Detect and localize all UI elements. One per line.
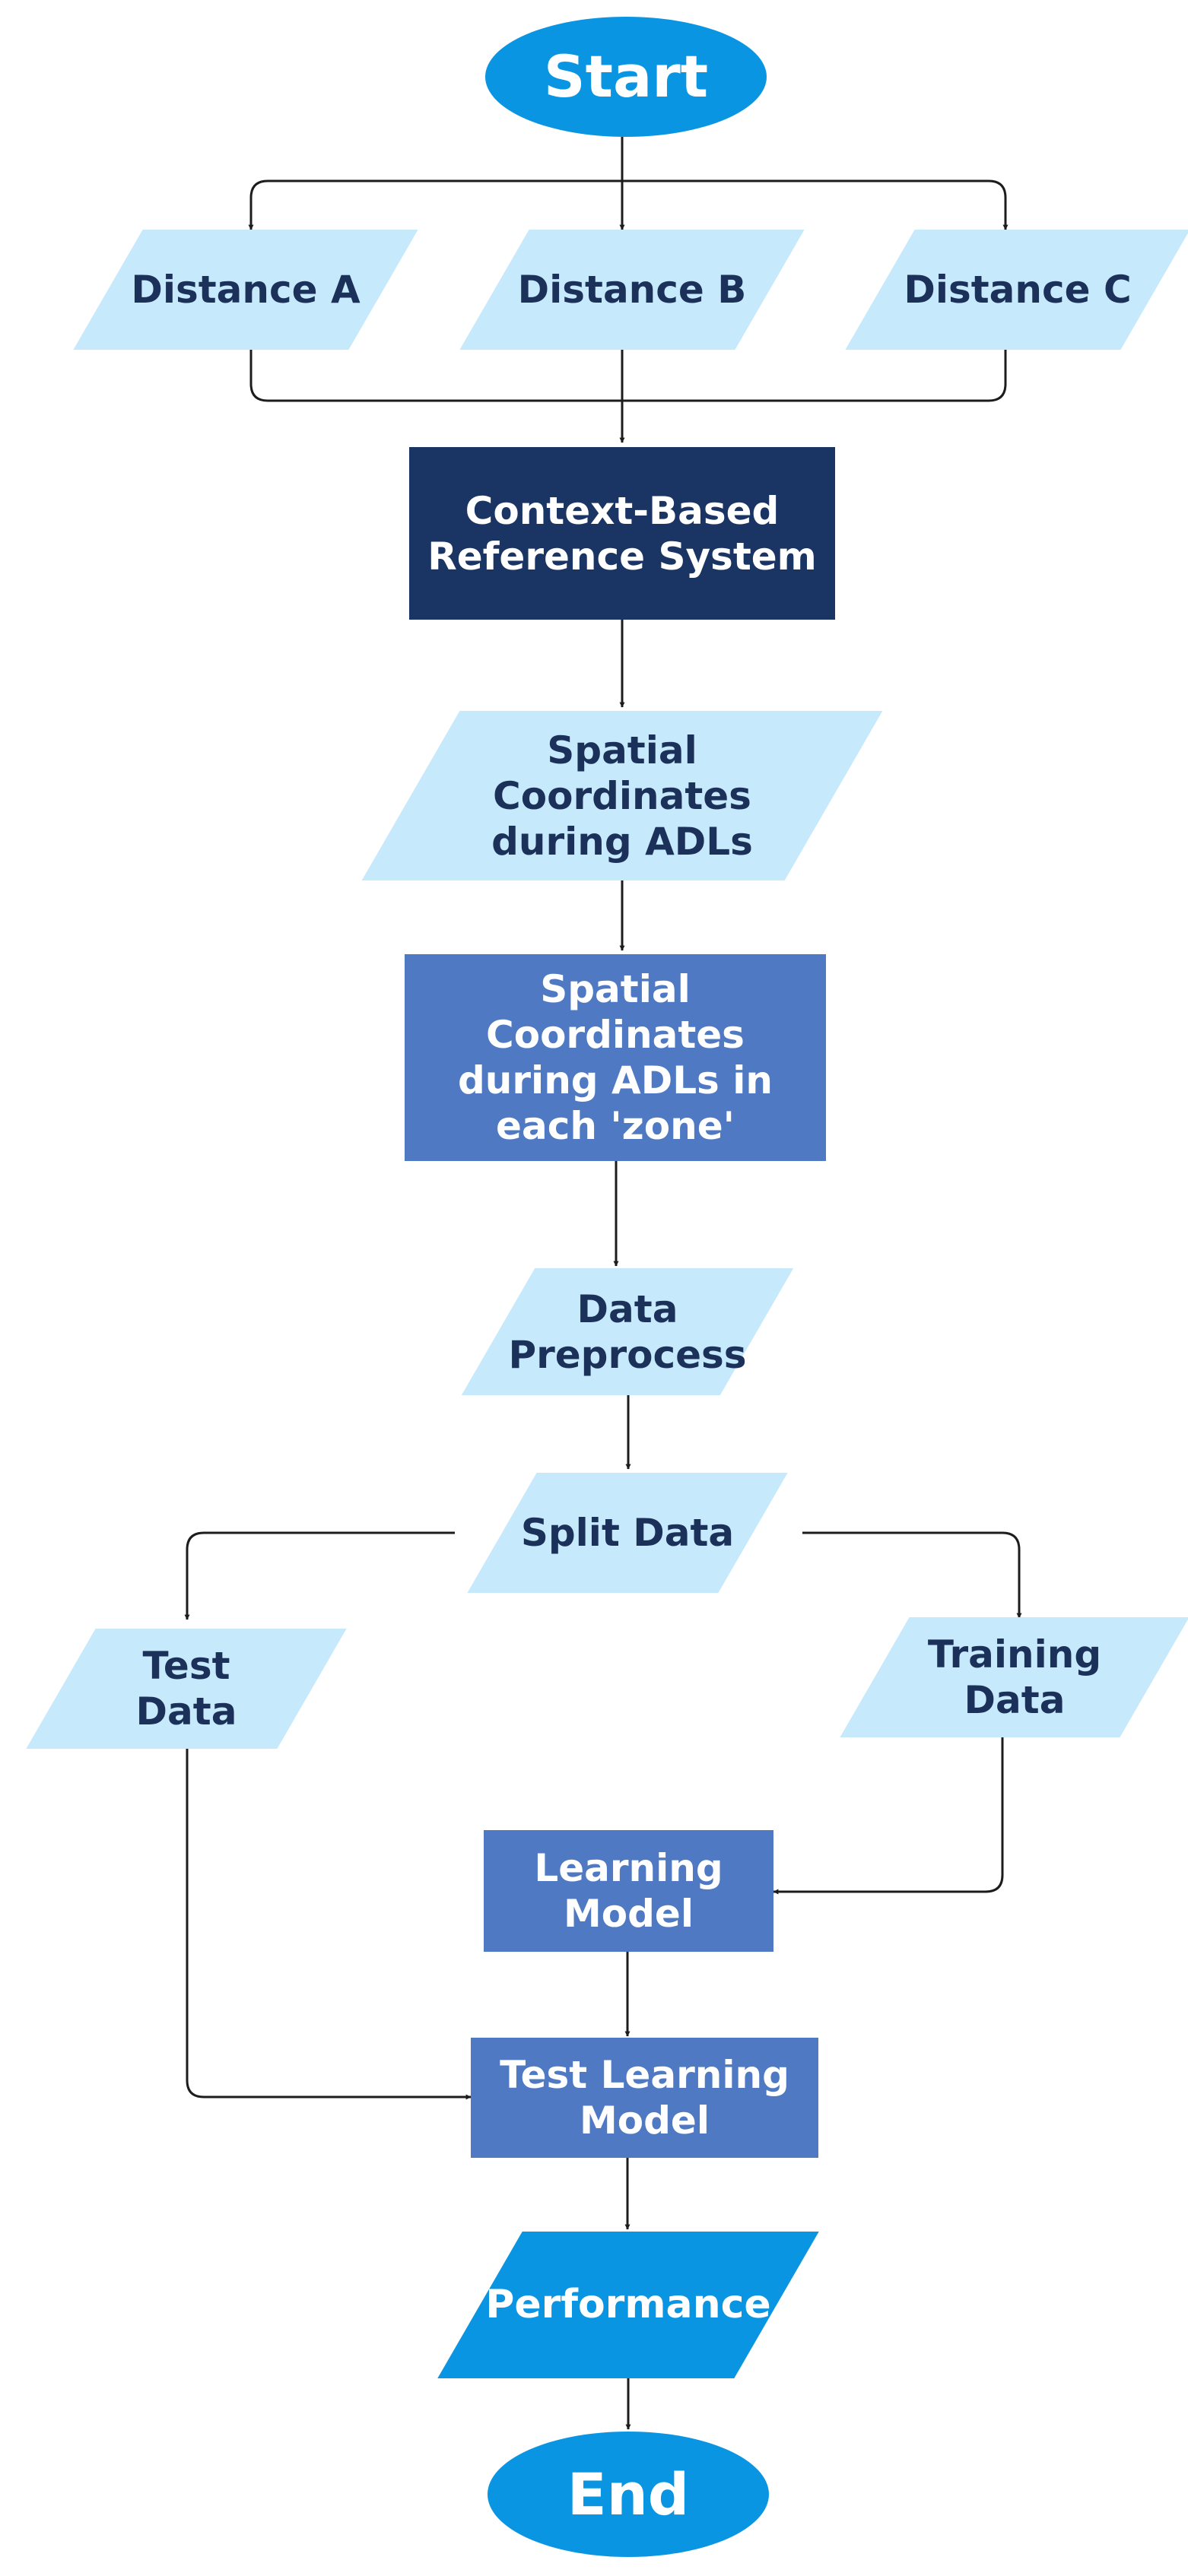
- performance-node: Performance: [480, 2232, 777, 2378]
- edge-training-to-learning: [773, 1737, 1004, 1895]
- start-terminal: Start: [485, 17, 767, 137]
- spatial-coords-line-2: Coordinates: [493, 773, 751, 818]
- context-system-line-1: Context-Based: [465, 488, 780, 533]
- test-learning-model-node: Test Learning Model: [471, 2038, 818, 2158]
- distance-c-label: Distance C: [904, 268, 1132, 312]
- edge-distance-a-merge: [249, 350, 622, 402]
- spatial-coords-label: Spatial Coordinates during ADLs: [491, 728, 753, 864]
- split-data-node: Split Data: [502, 1473, 753, 1593]
- data-preprocess-line-1: Data: [577, 1286, 678, 1331]
- data-preprocess-label: Data Preprocess: [508, 1286, 746, 1378]
- end-label: End: [567, 2460, 690, 2528]
- test-learning-model-line-1: Test Learning: [500, 2053, 789, 2097]
- distance-b-node: Distance B: [494, 230, 770, 350]
- performance-label: Performance: [485, 2282, 771, 2328]
- training-data-node: Training Data: [875, 1617, 1155, 1737]
- context-system-node: Context-Based Reference System: [409, 447, 835, 620]
- learning-model-label: Learning Model: [534, 1845, 723, 1937]
- context-system-line-2: Reference System: [427, 534, 817, 579]
- data-preprocess-node: Data Preprocess: [498, 1268, 757, 1395]
- training-data-label: Training Data: [928, 1632, 1101, 1723]
- test-data-node: Test Data: [61, 1629, 312, 1749]
- edge-split-to-test-data: [184, 1531, 455, 1620]
- test-data-line-2: Data: [135, 1689, 237, 1734]
- distance-c-node: Distance C: [880, 230, 1155, 350]
- spatial-coords-zone-node: Spatial Coordinates during ADLs in each …: [405, 954, 826, 1161]
- test-learning-model-label: Test Learning Model: [500, 2052, 789, 2143]
- context-system-label: Context-Based Reference System: [427, 488, 816, 579]
- spatial-coords-line-1: Spatial: [547, 728, 697, 772]
- distance-a-node: Distance A: [108, 230, 383, 350]
- test-data-label: Test Data: [136, 1643, 237, 1734]
- edge-split-to-training-data: [802, 1531, 1022, 1619]
- distance-a-label: Distance A: [131, 268, 361, 312]
- start-label: Start: [543, 43, 709, 111]
- zone-line-3: during ADLs in: [458, 1058, 773, 1102]
- zone-line-1: Spatial: [540, 967, 691, 1011]
- zone-line-2: Coordinates: [486, 1013, 745, 1057]
- zone-line-4: each 'zone': [496, 1104, 735, 1148]
- test-data-line-1: Test: [142, 1644, 230, 1688]
- training-data-line-2: Data: [964, 1678, 1066, 1722]
- spatial-coords-zone-label: Spatial Coordinates during ADLs in each …: [458, 966, 773, 1149]
- edge-distance-c-merge: [622, 350, 1007, 402]
- learning-model-line-2: Model: [564, 1892, 694, 1936]
- edge-test-data-to-test-model: [186, 1749, 472, 2100]
- training-data-line-1: Training: [927, 1632, 1102, 1677]
- data-preprocess-line-2: Preprocess: [508, 1332, 747, 1377]
- spatial-coords-line-3: during ADLs: [491, 819, 753, 864]
- spatial-coords-node: Spatial Coordinates during ADLs: [411, 711, 834, 880]
- test-learning-model-line-2: Model: [580, 2099, 710, 2143]
- end-terminal: End: [488, 2432, 769, 2557]
- edge-start-to-distance-a: [248, 179, 622, 230]
- distance-b-label: Distance B: [517, 268, 747, 312]
- learning-model-node: Learning Model: [484, 1830, 773, 1952]
- split-data-label: Split Data: [520, 1511, 735, 1555]
- learning-model-line-1: Learning: [534, 1846, 723, 1890]
- edge-start-to-distance-c: [622, 179, 1009, 230]
